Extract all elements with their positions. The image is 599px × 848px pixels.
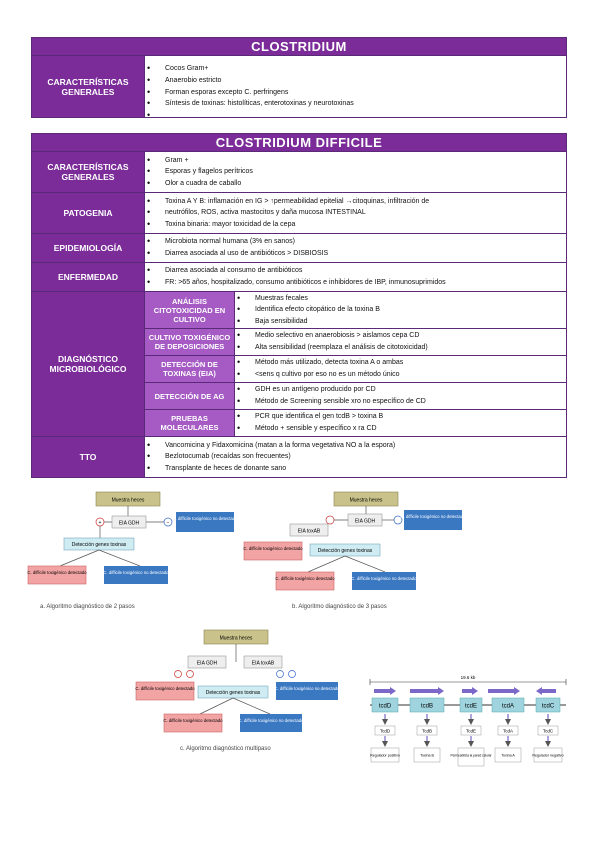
gene-label: tcdE (465, 704, 477, 710)
table-title: CLOSTRIDIUM DIFFICILE (30, 133, 568, 152)
protein-label: TcdE (466, 729, 476, 734)
sub-header: PRUEBAS MOLECULARES (144, 409, 235, 437)
bullet-list: Cocos Gram+ Anaerobio estricto Forman es… (145, 63, 566, 121)
node-no-detectado-2: C. difficile toxigénico no detectado (351, 576, 417, 581)
list-item: GDH es un antígeno producido por CD (237, 384, 566, 396)
protein-label: TcdC (543, 729, 554, 734)
node-detectado: C. difficile toxigénico detectado (243, 546, 303, 551)
table-clostridium: CLOSTRIDIUM CARACTERÍSTICAS GENERALES Co… (31, 37, 567, 121)
sub-header: DETECCIÓN DE TOXINAS (EIA) (144, 355, 235, 383)
list-item: Síntesis de toxinas: histolíticas, enter… (147, 98, 566, 110)
list-item: Método + sensible y específico x ra CD (237, 423, 566, 435)
list-item: Olor a cuadra de caballo (147, 178, 566, 190)
list-item: Baja sensibilidad (237, 316, 566, 328)
row-header-tto: TTO (31, 436, 145, 478)
function-label: Regulador negativo (532, 754, 563, 758)
sub-header: CULTIVO TOXIGÉNICO DE DEPOSICIONES (144, 328, 235, 356)
function-label: Toxina A (501, 754, 515, 758)
caption-a: a. Algoritmo diagnóstico de 2 pasos (40, 604, 135, 610)
function-label: Toxina B (420, 754, 434, 758)
gene-label: tcdA (502, 704, 514, 710)
function-label: Permeabiliza la pared celular (450, 754, 492, 758)
caption-c: c. Algoritmo diagnóstico multipaso (180, 746, 271, 752)
list-item: PCR que identifica el gen tcdB > toxina … (237, 411, 566, 423)
node-genes: Detección genes toxinas (72, 542, 127, 548)
row-header: CARACTERÍSTICAS GENERALES (31, 55, 145, 118)
list-item: Identifica efecto citopático de la toxin… (237, 304, 566, 316)
tcd-gene-cluster: 19.6 kb tcdD tcdB tcdE tcdA tcdC (369, 675, 567, 767)
list-item: Medio selectivo en anaerobiosis > aislam… (237, 330, 566, 342)
node-genes: Detección genes toxinas (206, 690, 261, 696)
list-item: Toxina binaria: mayor toxicidad de la ce… (147, 219, 566, 231)
list-item: Muestras fecales (237, 293, 566, 305)
node-no-detectado-2: C. difficile toxigénico no detectado (103, 570, 169, 575)
algorithm-three-step: Muestra heces EIA GDH C. difficile toxig… (243, 491, 466, 610)
node-eia-toxab: EIA toxAB (298, 529, 321, 535)
list-item: Forman esporas excepto C. perfringens (147, 87, 566, 99)
list-item: Anaerobio estricto (147, 75, 566, 87)
list-item: Bezlotocumab (recaídas son frecuentes) (147, 451, 566, 463)
list-item: Método de Screening sensible xro no espe… (237, 396, 566, 408)
node-no-detectado: C. difficile toxigénico no detectado (274, 686, 340, 691)
gene-label: tcdD (379, 704, 392, 710)
node-detectado: C. difficile toxigénico detectado (135, 686, 195, 691)
gene-label: tcdC (542, 704, 555, 710)
algorithm-multistep: Muestra heces EIA GDH EIA toxAB C. diffi… (135, 629, 340, 752)
sub-header: ANÁLISIS CITOTOXICIDAD EN CULTIVO (144, 291, 235, 329)
gene-label: tcdB (421, 704, 433, 710)
node-eia-toxab: EIA toxAB (252, 661, 275, 667)
row-header-diagnostico: DIAGNÓSTICO MICROBIOLÓGICO (31, 291, 145, 437)
node-detectado-2: C. difficile toxigénico detectado (275, 576, 335, 581)
protein-label: TcdB (422, 729, 432, 734)
protein-label: TcdA (503, 729, 513, 734)
list-item: Vancomicina y Fidaxomicina (matan a la f… (147, 440, 566, 452)
list-item: Diarrea asociada al consumo de antibióti… (147, 265, 566, 277)
sub-header: DETECCIÓN DE AG (144, 382, 235, 410)
list-item: Gram + (147, 155, 566, 167)
node-eia-gdh: EIA GDH (197, 661, 218, 667)
list-item: Toxina A Y B: inflamación en IG > ↑perme… (147, 196, 566, 208)
scale-label: 19.6 kb (461, 675, 476, 680)
node-muestra: Muestra heces (350, 498, 383, 504)
list-item: Transplante de heces de donante sano (147, 463, 566, 475)
list-item: FR: >65 años, hospitalizado, consumo ant… (147, 277, 566, 289)
algorithm-two-step: Muestra heces EIA GDH + − C. difficile t… (27, 491, 238, 610)
node-detectado: C. difficile toxigénico detectado (27, 570, 87, 575)
row-header-epidemiologia: EPIDEMIOLOGÍA (31, 233, 145, 263)
row-header-enfermedad: ENFERMEDAD (31, 262, 145, 292)
node-no-detectado: C. difficile toxigénico no detectado (172, 516, 238, 521)
function-label: Regulador positivo (370, 754, 400, 758)
list-item: neutrófilos, ROS, activa mastocitos y da… (147, 207, 566, 219)
plus-sign: + (99, 520, 102, 526)
node-detectado-2: C. difficile toxigénico detectado (163, 718, 223, 723)
node-no-detectado-2: C. difficile toxigénico no detectado (238, 718, 304, 723)
row-header-caracteristicas: CARACTERÍSTICAS GENERALES (31, 151, 145, 193)
table-clostridium-difficile: CLOSTRIDIUM DIFFICILE CARACTERÍSTICAS GE… (30, 133, 568, 478)
table-title: CLOSTRIDIUM (31, 37, 567, 56)
list-item: <sens q cultivo por eso no es un método … (237, 369, 566, 381)
minus-sign: − (167, 520, 170, 526)
caption-b: b. Algoritmo diagnóstico de 3 pasos (292, 604, 387, 610)
list-item: Diarrea asociada al uso de antibióticos … (147, 248, 566, 260)
list-item: Esporas y flagelos perítricos (147, 166, 566, 178)
node-muestra: Muestra heces (112, 498, 145, 504)
list-item: Microbiota normal humana (3% en sanos) (147, 236, 566, 248)
node-eia-gdh: EIA GDH (355, 519, 376, 525)
row-header-patogenia: PATOGENIA (31, 192, 145, 234)
node-muestra: Muestra heces (220, 636, 253, 642)
node-genes: Detección genes toxinas (318, 548, 373, 554)
node-no-detectado: C. difficile toxigénico no detectado (400, 514, 466, 519)
protein-label: TcdD (380, 729, 391, 734)
node-eia-gdh: EIA GDH (119, 521, 140, 527)
diagnostic-algorithms-figure: Muestra heces EIA GDH + − C. difficile t… (27, 491, 567, 767)
list-item: Método más utilizado, detecta toxina A o… (237, 357, 566, 369)
list-item: Alta sensibilidad (reemplaza el análisis… (237, 342, 566, 354)
list-item: Cocos Gram+ (147, 63, 566, 75)
